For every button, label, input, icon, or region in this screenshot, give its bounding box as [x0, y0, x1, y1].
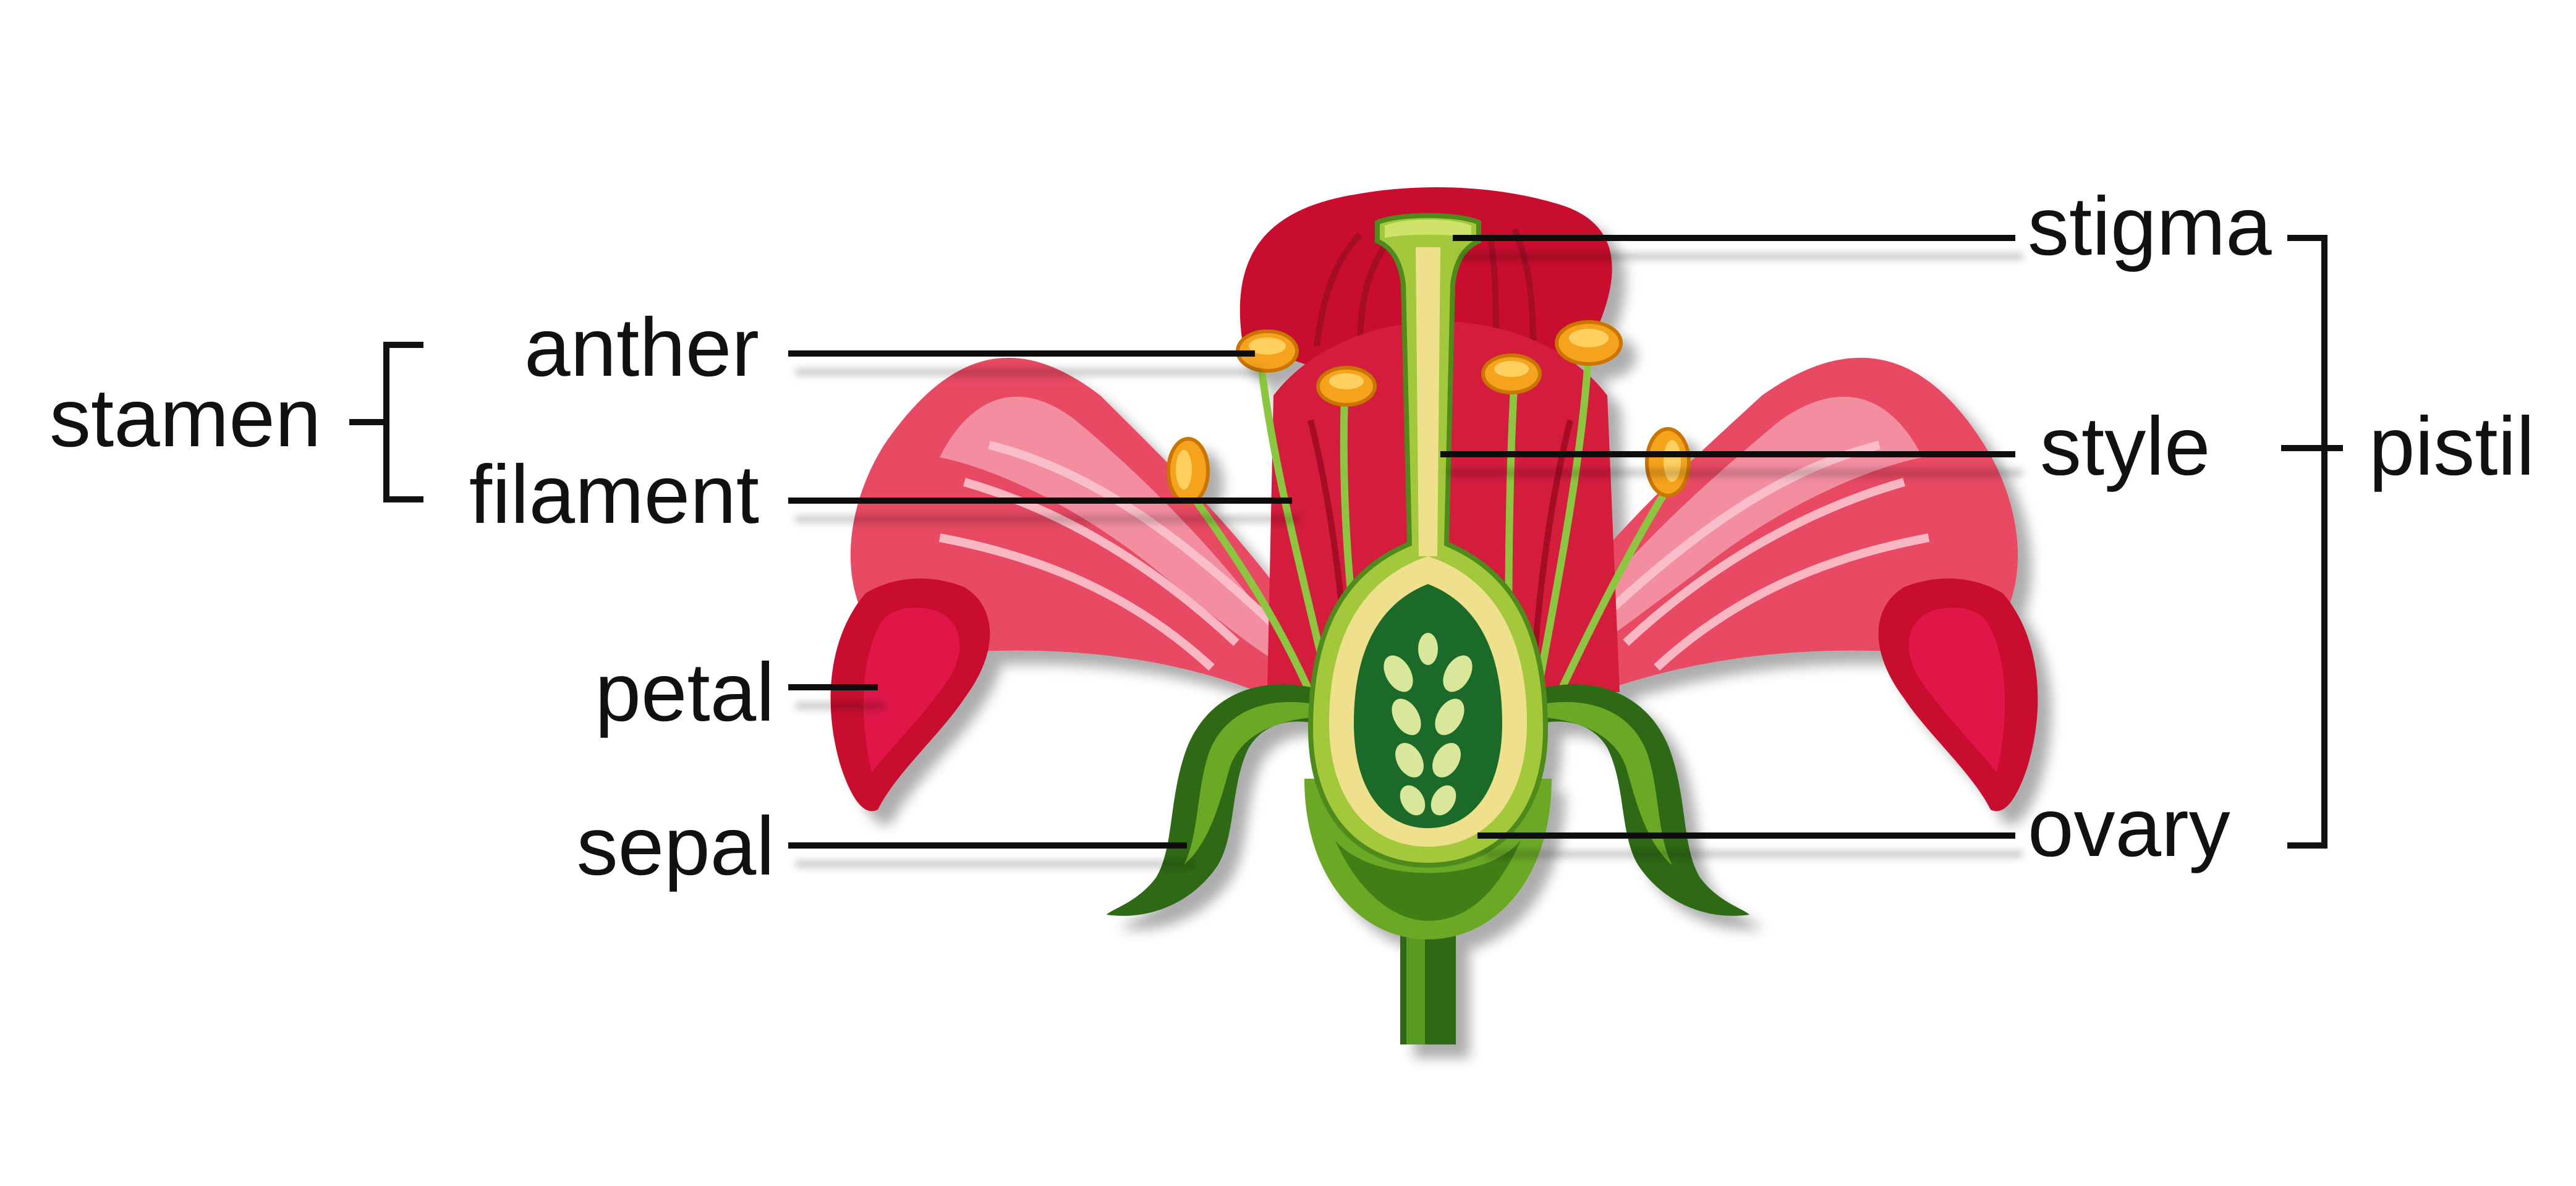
leader-lines	[788, 235, 2015, 849]
label-stigma: stigma	[2028, 180, 2272, 273]
stamen-bracket	[349, 342, 423, 502]
label-sepal: sepal	[577, 800, 775, 892]
petal-left-streaks	[938, 441, 1277, 671]
ovules	[1384, 633, 1473, 816]
petal-right-highlight	[1533, 396, 1923, 680]
label-style: style	[2040, 400, 2211, 493]
label-filament: filament	[469, 449, 759, 541]
flower-illustration	[830, 187, 2038, 1044]
petal-top-streaks	[1314, 226, 1536, 359]
sepal-right	[1521, 684, 1749, 916]
ovary	[1354, 584, 1502, 828]
stigma	[1385, 219, 1471, 238]
label-stamen: stamen	[49, 372, 321, 464]
label-pistil: pistil	[2369, 400, 2535, 493]
label-anther: anther	[524, 302, 759, 394]
style-core	[1416, 247, 1440, 556]
label-petal: petal	[595, 646, 775, 739]
pistil-bracket	[2281, 235, 2343, 849]
petal-left-highlight	[940, 396, 1311, 680]
label-ovary: ovary	[2028, 782, 2230, 874]
sepal-left	[1107, 684, 1335, 916]
labels: stamen anther filament petal sepal stigm…	[49, 180, 2535, 892]
